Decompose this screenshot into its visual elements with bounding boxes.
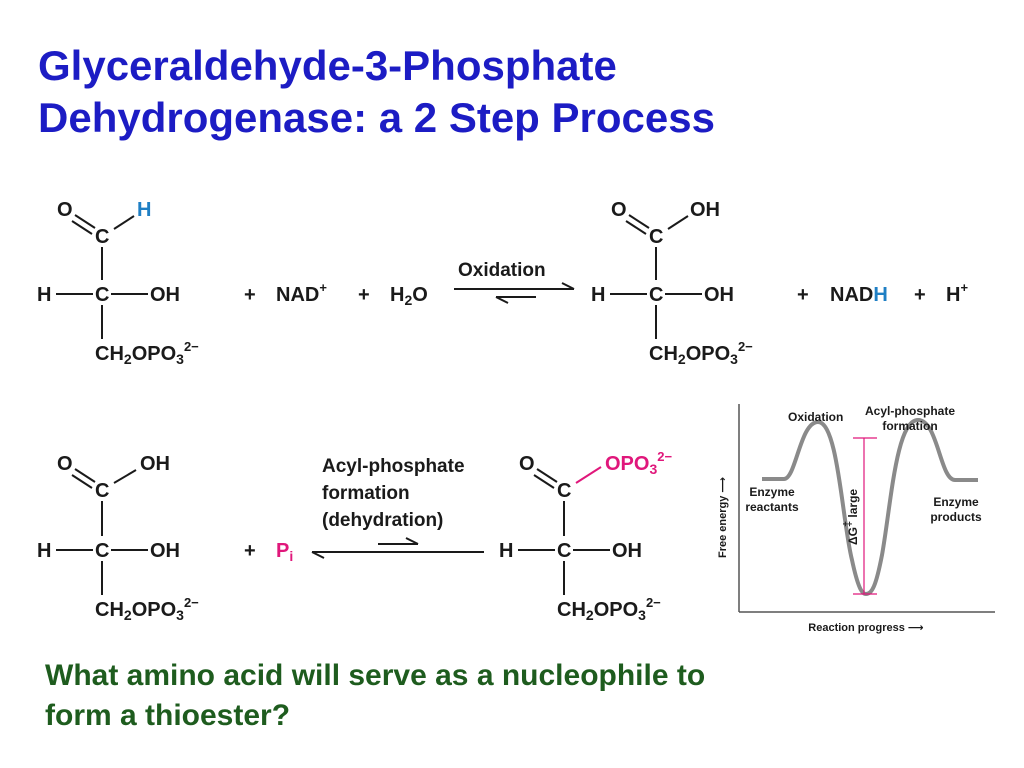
bond-double-1: [74, 468, 96, 483]
arrow-label-line-2: formation: [322, 483, 410, 504]
x-axis-label: Reaction progress ⟶: [808, 622, 924, 634]
equilibrium-arrow-oxidation: Oxidation: [454, 260, 575, 304]
arrow-label-line-3: (dehydration): [322, 510, 443, 531]
molecule-glyceraldehyde-3-phosphate: O H C H C OH CH2OPO32−: [37, 199, 199, 367]
atom-o: O: [57, 453, 73, 475]
reverse-arrow-head: [311, 551, 325, 559]
label-delta-g-large: ΔG‡ large: [842, 489, 860, 545]
bond-double-2: [71, 220, 93, 235]
arrow-label-oxidation: Oxidation: [458, 260, 546, 281]
inorganic-phosphate: Pi: [276, 540, 293, 564]
atom-c2: C: [649, 284, 663, 306]
group-ch2opo3: CH2OPO32−: [95, 595, 199, 623]
plus-sign-4: +: [914, 284, 926, 306]
atom-c1: C: [649, 226, 663, 248]
question-line-1: What amino acid will serve as a nucleoph…: [45, 659, 706, 692]
energy-diagram: Oxidation Acyl-phosphate formation Enzym…: [717, 404, 995, 634]
label-enzyme-products-1: Enzyme: [933, 495, 979, 509]
molecule-3-phosphoglycerate: O OH C H C OH CH2OPO32−: [591, 199, 753, 367]
label-enzyme-reactants-2: reactants: [745, 500, 799, 514]
atom-c2: C: [557, 540, 571, 562]
bond-double-1: [628, 214, 650, 229]
atom-h: H: [591, 284, 605, 306]
atom-o: O: [57, 199, 73, 221]
peak-label-acyl-phosphate-2: formation: [882, 419, 937, 433]
atom-h: H: [37, 540, 51, 562]
bond-c-h: [113, 215, 135, 230]
equilibrium-arrow-acyl-phosphate: Acyl-phosphate formation (dehydration): [311, 456, 484, 559]
arrow-label-line-1: Acyl-phosphate: [322, 456, 465, 477]
nad-plus: NAD+: [276, 280, 327, 306]
plus-sign-2: +: [358, 284, 370, 306]
group-ch2opo3: CH2OPO32−: [95, 339, 199, 367]
plus-sign-5: +: [244, 540, 256, 562]
bond-double-1: [536, 468, 558, 483]
bond-double-2: [533, 474, 555, 489]
atom-oh: OH: [704, 284, 734, 306]
title-line-2: Dehydrogenase: a 2 Step Process: [38, 94, 715, 141]
group-ch2opo3: CH2OPO32−: [649, 339, 753, 367]
molecule-3-phosphoglycerate-2: O OH C H C OH CH2OPO32−: [37, 453, 199, 623]
atom-h: H: [499, 540, 513, 562]
plus-sign-1: +: [244, 284, 256, 306]
bond-c-o-phosphate: [575, 466, 602, 484]
nadh: NADH: [830, 284, 888, 306]
atom-h-aldehyde: H: [137, 199, 151, 221]
atom-oh-acid: OH: [140, 453, 170, 475]
bond-double-1: [74, 214, 96, 229]
reverse-arrow-head: [495, 296, 509, 304]
water: H2O: [390, 284, 428, 308]
bond-c-oh: [113, 469, 137, 484]
atom-c1: C: [557, 480, 571, 502]
atom-c1: C: [95, 480, 109, 502]
atom-c1: C: [95, 226, 109, 248]
y-axis-label: Free energy ⟶: [717, 477, 729, 558]
atom-oh: OH: [150, 540, 180, 562]
bond-double-2: [625, 220, 647, 235]
proton: H+: [946, 280, 968, 306]
label-enzyme-reactants-1: Enzyme: [749, 485, 795, 499]
atom-o: O: [519, 453, 535, 475]
forward-arrow-head: [561, 282, 575, 290]
group-acyl-phosphate: OPO32−: [605, 449, 672, 477]
question-text: What amino acid will serve as a nucleoph…: [45, 656, 705, 736]
atom-h: H: [37, 284, 51, 306]
atom-o: O: [611, 199, 627, 221]
question-line-2: form a thioester?: [45, 699, 291, 732]
atom-oh: OH: [150, 284, 180, 306]
label-enzyme-products-2: products: [930, 510, 982, 524]
atom-c2: C: [95, 540, 109, 562]
group-ch2opo3: CH2OPO32−: [557, 595, 661, 623]
peak-label-oxidation: Oxidation: [788, 410, 843, 424]
forward-arrow-head: [405, 537, 419, 545]
bond-c-oh: [667, 215, 689, 230]
atom-oh: OH: [612, 540, 642, 562]
atom-c2: C: [95, 284, 109, 306]
atom-oh-acid: OH: [690, 199, 720, 221]
title-line-1: Glyceraldehyde-3-Phosphate: [38, 42, 617, 89]
bond-double-2: [71, 474, 93, 489]
molecule-1-3-bisphosphoglycerate: O OPO32− C H C OH CH2OPO32−: [499, 449, 672, 623]
peak-label-acyl-phosphate-1: Acyl-phosphate: [865, 404, 955, 418]
plus-sign-3: +: [797, 284, 809, 306]
